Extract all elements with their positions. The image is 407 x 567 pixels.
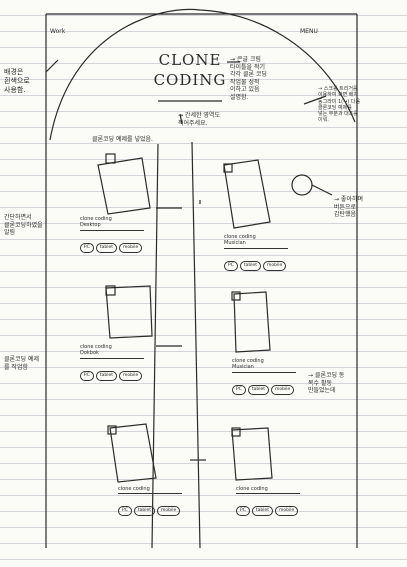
tag-pc[interactable]: PC xyxy=(118,506,132,517)
header-menu: MENU xyxy=(300,28,318,35)
tag-mobile[interactable]: mobile xyxy=(263,260,287,271)
card-1-number-box xyxy=(105,153,116,164)
note-circle: → 좋아하며 버튼으로 감탄했음 xyxy=(334,196,364,218)
title-line-2: CODING xyxy=(153,71,227,90)
header-logo: Work xyxy=(50,28,66,35)
note-left-low: 클론코딩 예제 를 작업함 xyxy=(4,356,40,371)
tag-pc[interactable]: PC xyxy=(80,370,94,381)
note-center: → 간세한 영역도 적어주세요. xyxy=(178,112,220,127)
tag-pc[interactable]: PC xyxy=(224,260,238,271)
tag-tablet[interactable]: tablet xyxy=(133,506,156,517)
tag-mobile[interactable]: mobile xyxy=(157,506,181,517)
tag-mobile[interactable]: mobile xyxy=(271,384,295,395)
hero-arch xyxy=(49,8,356,141)
card-1-frame xyxy=(97,157,151,215)
note-left-mid: 간단하면서 클론코딩하였을 알림 xyxy=(4,214,43,236)
card-title: clone coding xyxy=(224,234,256,240)
tag-pc[interactable]: PC xyxy=(80,242,94,253)
divider-left-curve xyxy=(151,143,159,549)
card-title: clone coding xyxy=(80,344,112,350)
card-title: clone coding xyxy=(236,486,301,495)
note-right-top: → 스크롤 트리거를 이용하여 화면 배치 동그라미 1(→) 다음 클론코딩 … xyxy=(318,86,361,124)
card-6-frame xyxy=(231,427,273,481)
note-right-low: → 클론코딩 동 복수 활동 만들었는데 xyxy=(308,372,345,394)
tag-tablet[interactable]: tablet xyxy=(95,242,118,253)
card-subtitle: Desktop xyxy=(80,222,145,231)
card-subtitle: Dokbok xyxy=(80,350,145,359)
tag-tablet[interactable]: tablet xyxy=(247,384,270,395)
note-title-right: → 큰글 크림 타이틀을 적기 각각 클론 코딩 작업물 성적 이하고 있음 설… xyxy=(230,56,267,101)
scroll-circle xyxy=(291,174,313,196)
title-line-1: CLONE xyxy=(158,51,222,69)
tag-mobile[interactable]: mobile xyxy=(275,506,299,517)
tag-tablet[interactable]: tablet xyxy=(95,370,118,381)
card-3-frame xyxy=(105,285,153,339)
page-title: CLONE CODING xyxy=(150,50,230,91)
note-above-card1: 클론코딩 예제를 넣었음. xyxy=(92,136,153,143)
tag-tablet[interactable]: tablet xyxy=(251,506,274,517)
card-3-number-box xyxy=(105,285,116,296)
divider-right-curve xyxy=(191,141,201,549)
tag-mobile[interactable]: mobile xyxy=(119,242,143,253)
card-2-number-box xyxy=(223,163,233,173)
card-subtitle: Musician xyxy=(224,240,289,249)
card-6-number-box xyxy=(231,427,241,437)
card-subtitle: Musician xyxy=(232,364,297,373)
card-5-frame xyxy=(109,423,157,483)
tag-pc[interactable]: PC xyxy=(232,384,246,395)
tag-pc[interactable]: PC xyxy=(236,506,250,517)
card-title: clone coding xyxy=(232,358,264,364)
note-left-top: 배경은 흰색으로 사용함. xyxy=(4,68,30,94)
card-5-number-box xyxy=(107,425,117,435)
tag-mobile[interactable]: mobile xyxy=(119,370,143,381)
card-title: clone coding xyxy=(118,486,183,495)
card-4-number-box xyxy=(231,291,241,301)
card-title: clone coding xyxy=(80,216,112,222)
card-2-frame xyxy=(223,159,271,229)
card-4-frame xyxy=(233,291,271,353)
tag-tablet[interactable]: tablet xyxy=(239,260,262,271)
